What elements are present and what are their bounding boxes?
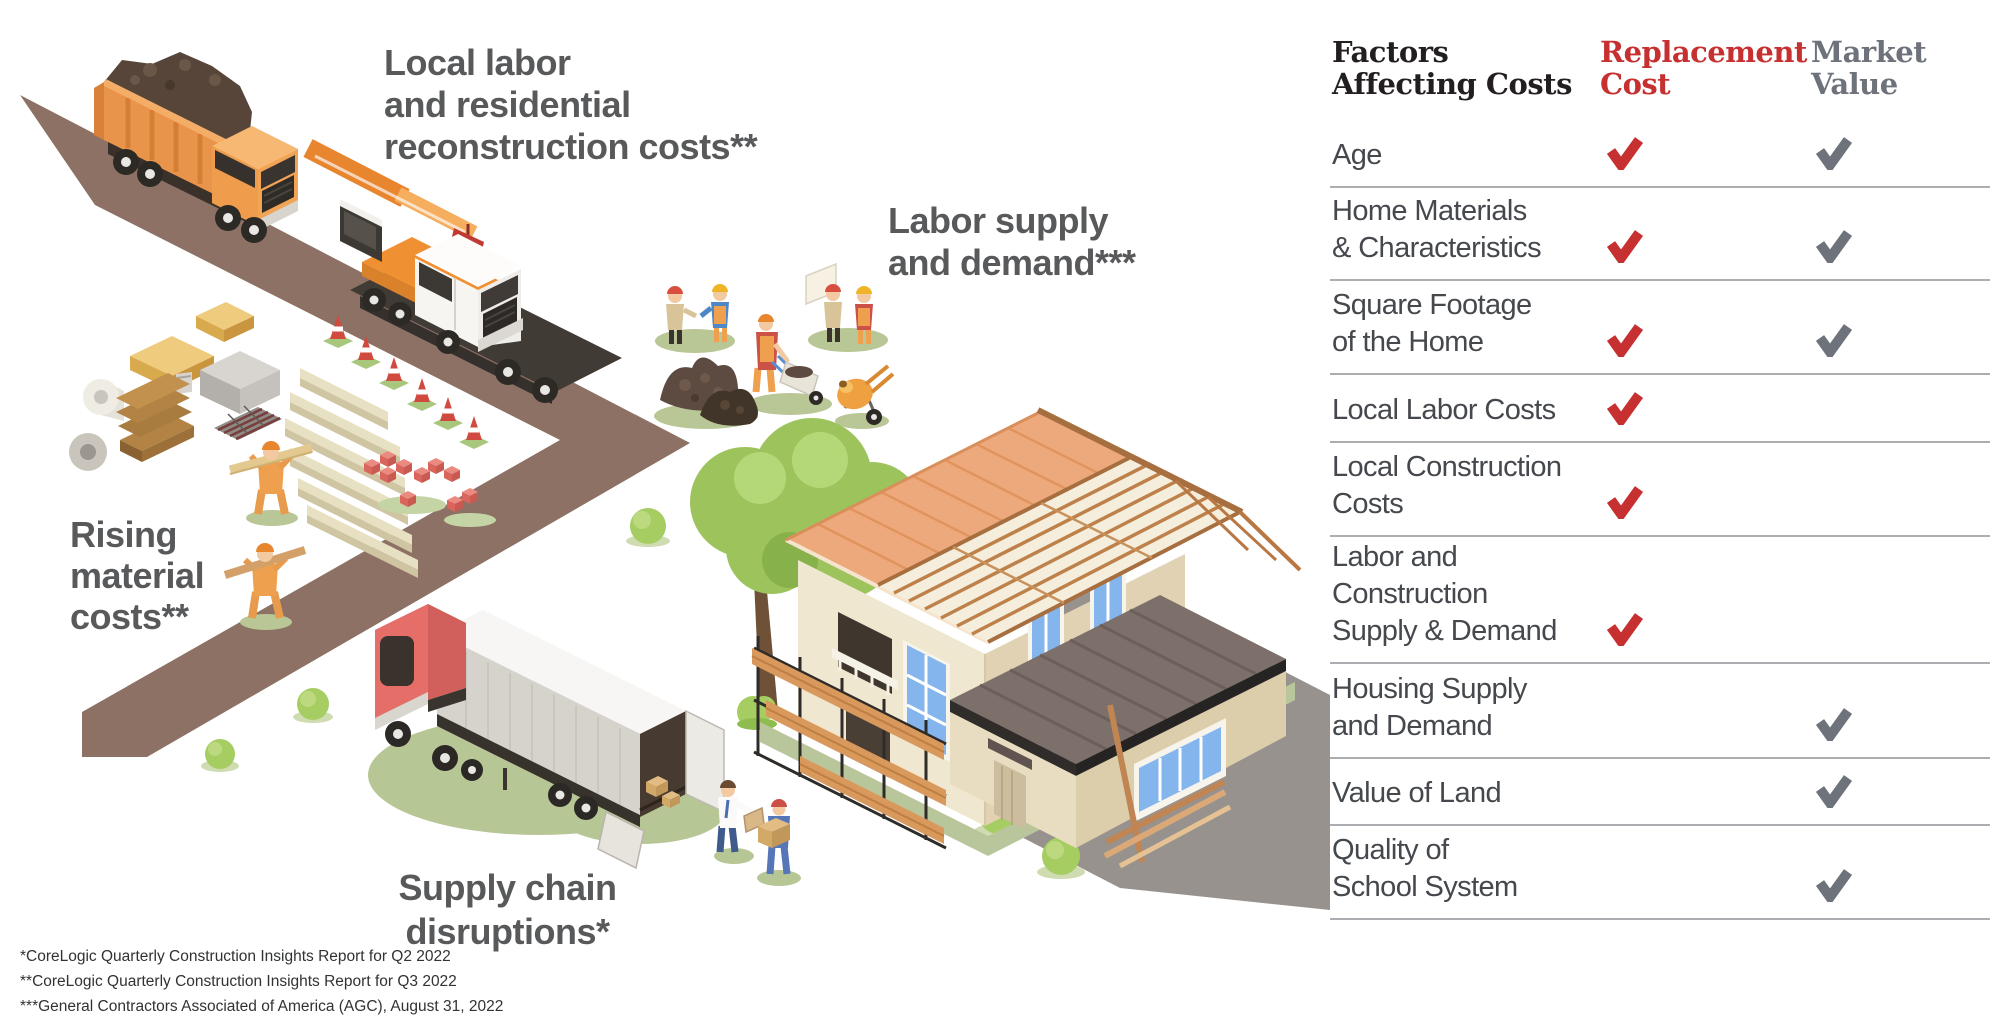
- table-rows: Age Home Materials & Characteristics Squ…: [1330, 112, 1990, 920]
- check-icon-replacement-cost: [1606, 485, 1644, 519]
- roof-rafters: [877, 407, 1302, 644]
- table-header: Factors Affecting Costs Replacement Cost…: [1330, 36, 1990, 112]
- cargo-boxes: [646, 776, 680, 808]
- delivery-worker: [758, 799, 791, 875]
- dump-truck: [94, 52, 298, 243]
- header-factors: Factors Affecting Costs: [1332, 35, 1572, 101]
- label-rising-material: Rising material costs**: [70, 514, 205, 637]
- table-row: Local Construction Costs: [1330, 443, 1990, 537]
- check-icon-replacement-cost: [1606, 612, 1644, 646]
- plank-stacks: [285, 368, 418, 578]
- check-icon-replacement-cost: [1606, 136, 1644, 170]
- table-row: Local Labor Costs: [1330, 375, 1990, 443]
- check-icon-market-value: [1815, 774, 1853, 808]
- check-icon-market-value: [1815, 707, 1853, 741]
- road: [20, 95, 690, 757]
- table-row: Value of Land: [1330, 759, 1990, 826]
- building-materials: [69, 302, 418, 578]
- scaffold-planks: [751, 648, 947, 844]
- construction-illustration: [20, 52, 1330, 910]
- worker-figure-plans: [805, 262, 842, 342]
- worker-figure: [666, 286, 698, 344]
- table-row: Age: [1330, 112, 1990, 188]
- check-icon-replacement-cost: [1606, 229, 1644, 263]
- row-label: Local Labor Costs: [1332, 394, 1556, 426]
- factors-table: Factors Affecting Costs Replacement Cost…: [1330, 0, 1990, 1034]
- wheelbarrow-worker: [752, 314, 823, 405]
- row-label: Square Footage of the Home: [1332, 289, 1532, 358]
- garage: [950, 595, 1286, 848]
- rebar-bundle: [214, 405, 282, 441]
- house-under-construction: [751, 407, 1302, 869]
- row-label: Local Construction Costs: [1332, 451, 1562, 520]
- cement-mixer: [837, 364, 895, 425]
- row-label: Housing Supply and Demand: [1332, 673, 1527, 742]
- workers-group: [654, 262, 895, 429]
- delivery-manager: [716, 780, 765, 853]
- lumber-worker-2: [223, 543, 307, 630]
- label-supply-chain: Supply chain disruptions*: [398, 867, 617, 952]
- worker-figure: [855, 286, 873, 344]
- crane-truck: [303, 139, 622, 404]
- table-row: Quality of School System: [1330, 826, 1990, 920]
- row-label: Age: [1332, 139, 1382, 171]
- traffic-cones: [323, 315, 489, 449]
- check-icon-market-value: [1815, 136, 1853, 170]
- header-market-value: Market Value: [1811, 35, 1927, 101]
- row-label: Home Materials & Characteristics: [1332, 195, 1542, 264]
- label-local-labor: Local labor and residential reconstructi…: [384, 42, 758, 167]
- check-icon-market-value: [1815, 229, 1853, 263]
- header-replacement-cost: Replacement Cost: [1600, 35, 1807, 101]
- worker-figure: [699, 284, 729, 342]
- row-label: Quality of School System: [1332, 834, 1518, 903]
- delivery-truck: [368, 604, 801, 886]
- dirt-piles: [660, 357, 758, 426]
- label-labor-supply: Labor supply and demand***: [888, 200, 1136, 283]
- lumber-worker-1: [228, 441, 314, 526]
- check-icon-market-value: [1815, 868, 1853, 902]
- check-icon-replacement-cost: [1606, 391, 1644, 425]
- table-row: Labor and Construction Supply & Demand: [1330, 537, 1990, 664]
- footnote-1: *CoreLogic Quarterly Construction Insigh…: [20, 948, 451, 965]
- check-icon-replacement-cost: [1606, 323, 1644, 357]
- open-door-right: [685, 709, 725, 814]
- footnote-2: **CoreLogic Quarterly Construction Insig…: [20, 973, 457, 990]
- check-icon-market-value: [1815, 323, 1853, 357]
- table-row: Square Footage of the Home: [1330, 281, 1990, 375]
- table-row: Home Materials & Characteristics: [1330, 188, 1990, 281]
- row-label: Value of Land: [1332, 777, 1502, 809]
- ground-planks: [1103, 704, 1232, 869]
- open-door-left: [597, 810, 645, 870]
- footnote-3: ***General Contractors Associated of Ame…: [20, 998, 504, 1015]
- lumber-stack: [116, 373, 194, 462]
- row-label: Labor and Construction Supply & Demand: [1332, 541, 1557, 647]
- brick-piles: [364, 451, 496, 527]
- footnotes: *CoreLogic Quarterly Construction Insigh…: [20, 944, 503, 1019]
- table-row: Housing Supply and Demand: [1330, 664, 1990, 759]
